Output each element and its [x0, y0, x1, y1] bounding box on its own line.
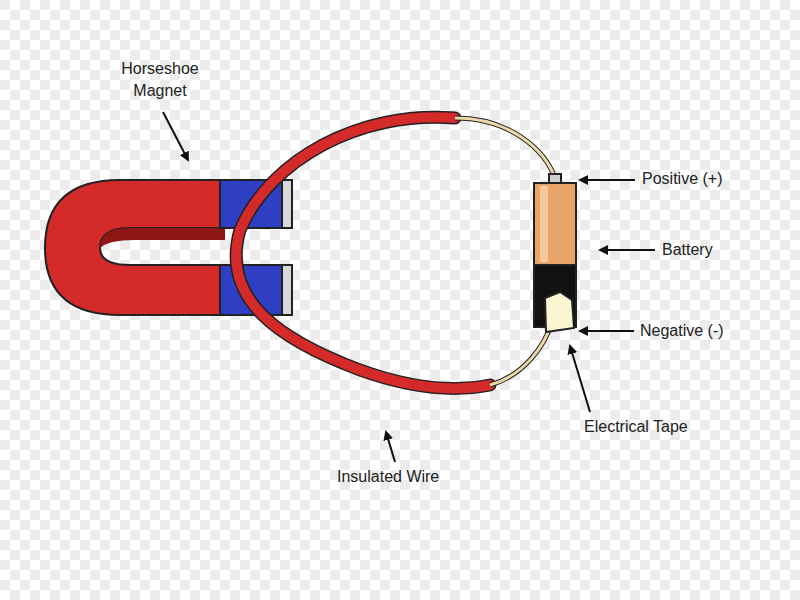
callout-label: Positive (+): [642, 168, 722, 190]
electrical-tape: [545, 292, 574, 332]
insulated-wire: [236, 117, 555, 388]
callout-label: Battery: [662, 239, 713, 261]
battery: [534, 174, 576, 332]
callout-label: Negative (-): [640, 320, 724, 342]
leader-arrows: [163, 112, 655, 462]
callout-label: Horseshoe Magnet: [112, 58, 208, 102]
callout-label: Insulated Wire: [337, 466, 439, 488]
callout-label: Electrical Tape: [584, 416, 688, 438]
